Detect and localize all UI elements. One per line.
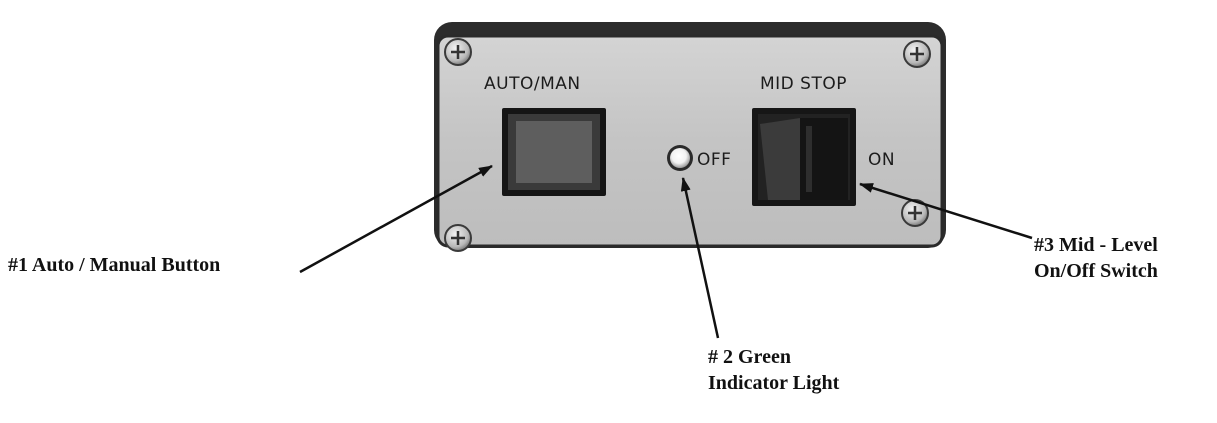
auto-manual-button[interactable]	[502, 108, 606, 196]
screw-top-right	[903, 40, 931, 68]
mid-stop-label: MID STOP	[760, 74, 847, 94]
callout-switch-line2: On/Off Switch	[1034, 260, 1158, 282]
green-indicator-light	[667, 145, 693, 171]
callout-button-text: #1 Auto / Manual Button	[8, 254, 221, 276]
callout-indicator-light: # 2 Green Indicator Light	[708, 344, 839, 396]
screw-top-left	[444, 38, 472, 66]
arrow-light	[680, 177, 720, 339]
auto-man-label: AUTO/MAN	[484, 74, 581, 94]
on-label: ON	[868, 150, 895, 170]
callout-auto-manual-button: #1 Auto / Manual Button	[8, 252, 220, 278]
screw-bottom-left	[444, 224, 472, 252]
callout-switch-line1: #3 Mid - Level	[1034, 234, 1158, 256]
off-label: OFF	[697, 150, 731, 170]
callout-light-line2: Indicator Light	[708, 372, 840, 394]
callout-mid-level-switch: #3 Mid - Level On/Off Switch	[1034, 232, 1158, 284]
mid-level-on-off-switch[interactable]	[752, 108, 856, 206]
arrow-button	[299, 164, 493, 274]
callout-light-line1: # 2 Green	[708, 346, 791, 368]
arrow-switch	[859, 182, 1033, 240]
